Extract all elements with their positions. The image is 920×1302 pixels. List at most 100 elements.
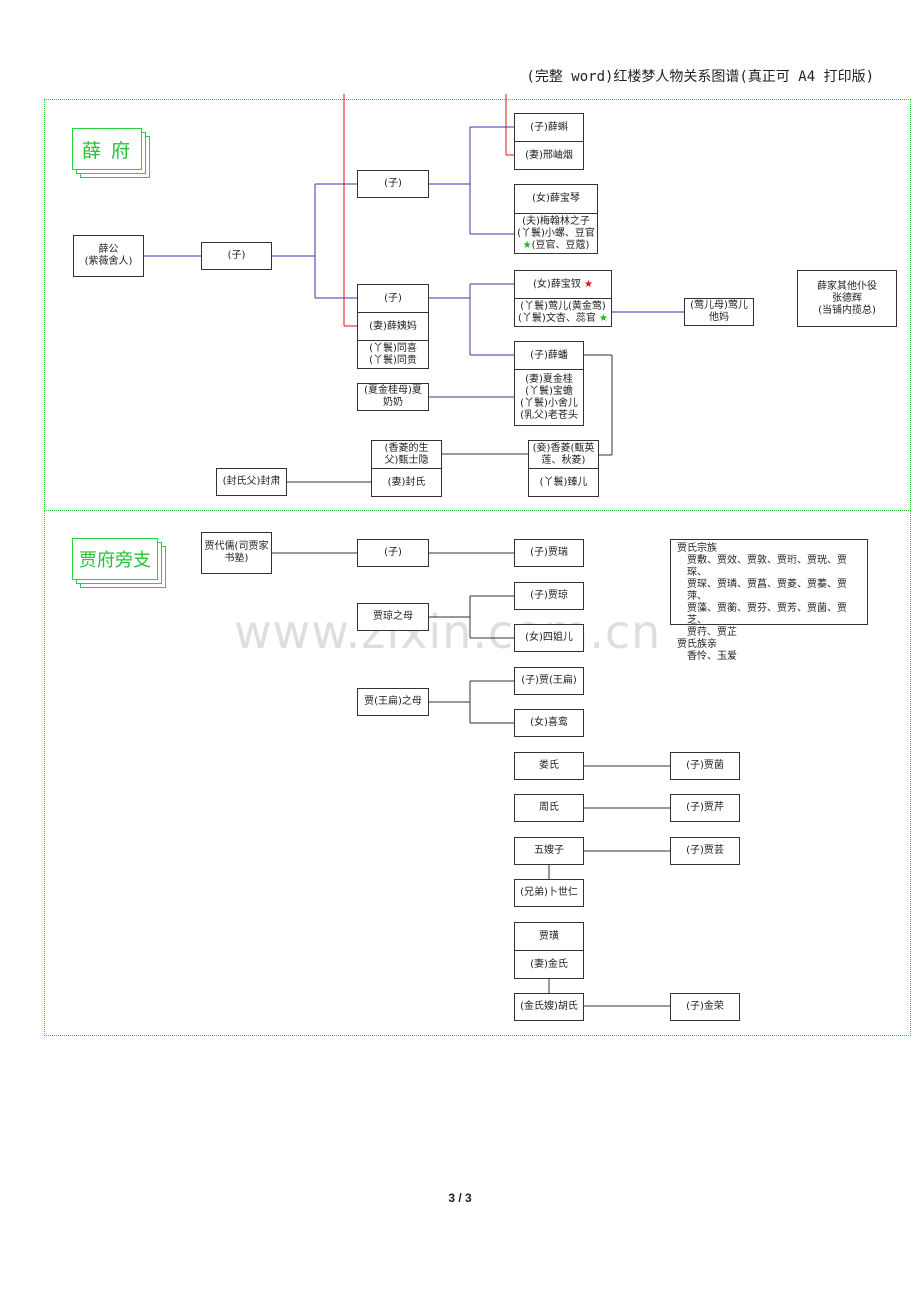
baoqin-maids-alt: (豆官、豆蔻) <box>531 239 590 251</box>
node-zi-top: (子) <box>201 242 272 270</box>
jiabianmu-label: 贾(王扁)之母 <box>364 696 422 707</box>
jia-section-frame <box>44 511 911 1036</box>
node-jiarui: (子)贾瑞 <box>514 539 584 567</box>
xuegong-name: 薛公 <box>98 244 119 255</box>
yima-label: (妻)薛姨妈 <box>358 312 428 340</box>
sijieer-label: (女)四姐儿 <box>525 632 573 643</box>
node-zhoushi: 周氏 <box>514 794 584 822</box>
servants-heading: 薛家其他仆役 <box>817 280 877 292</box>
node-loushi: 娄氏 <box>514 752 584 780</box>
servants-name: 张德辉 <box>832 292 862 304</box>
node-xuebaochai: (女)薛宝钗 ★ (丫鬟)莺儿(黄金莺) (丫鬟)文杏、蕊官 ★ <box>514 270 612 327</box>
node-wusaozi: 五嫂子 <box>514 837 584 865</box>
node-xiajinguimu: (夏金桂母)夏 奶奶 <box>357 383 429 411</box>
watermark: www.zixin.com.cn <box>234 605 662 659</box>
jia-label-text: 贾府旁支 <box>72 538 158 580</box>
node-jiabianmu: 贾(王扁)之母 <box>357 688 429 716</box>
node-jinrong: (子)金荣 <box>670 993 740 1021</box>
xue-section-frame <box>44 99 911 511</box>
xueke-label: (子)薛蝌 <box>530 121 568 133</box>
servants-role: (当铺内揽总) <box>818 304 876 316</box>
node-xiluan: (女)喜鸾 <box>514 709 584 737</box>
zi-top-label: (子) <box>227 250 246 261</box>
node-bushiren: (兄弟)卜世仁 <box>514 879 584 907</box>
node-jiaqiong: (子)贾琼 <box>514 582 584 610</box>
xuepan-label: (子)薛蟠 <box>530 349 568 361</box>
jiadaiju-line-1: 贾代儒(司贾家 <box>204 541 269 552</box>
clan-heading-2: 贾氏族亲 <box>677 639 717 650</box>
node-xuegong: 薛公 (紫薇舍人) <box>73 235 144 277</box>
jia-clan-list: 贾氏宗族 贾敷、贾效、贾敦、贾珩、贾珖、贾琛、 贾琛、贾璘、贾菖、贾菱、贾蓁、贾… <box>670 539 868 662</box>
zhener-label: (丫鬟)臻儿 <box>529 468 598 496</box>
node-jia-zi: (子) <box>357 539 429 567</box>
xuepan-wife: (妻)夏金桂 <box>525 373 573 385</box>
jiabian-label: (子)贾(王扁) <box>521 675 577 686</box>
node-xiangling: (妾)香菱(甄英 莲、秋菱) (丫鬟)臻儿 <box>528 440 599 497</box>
xingxiuyan-label: (妻)邢岫烟 <box>515 141 583 169</box>
node-huoshi: (金氏嫂)胡氏 <box>514 993 584 1021</box>
node-xuebaoqin: (女)薛宝琴 (夫)梅翰林之子 (丫鬟)小螺、豆官 ★(豆官、豆蔻) <box>514 184 598 254</box>
jiaqin-label: (子)贾芹 <box>686 802 724 813</box>
jia-zi-label: (子) <box>384 547 402 558</box>
node-zi-upper: (子) <box>357 170 429 198</box>
jiayun-label: (子)贾芸 <box>686 845 724 856</box>
node-jiabian: (子)贾(王扁) <box>514 667 584 695</box>
jia-section-label: 贾府旁支 <box>72 538 166 588</box>
loushi-label: 娄氏 <box>539 760 559 771</box>
document-title: (完整 word)红楼梦人物关系图谱(真正可 A4 打印版) <box>526 69 874 85</box>
xue-section-label: 薛 府 <box>72 128 150 178</box>
node-jiajun: (子)贾菌 <box>670 752 740 780</box>
clan-line-1: 贾敷、贾效、贾敦、贾珩、贾珖、贾琛、 <box>687 555 847 578</box>
red-star-icon: ★ <box>580 278 593 290</box>
zhenshiyin-line-2: 父)甄士隐 <box>384 454 429 466</box>
fengsu-label: (封氏父)封肃 <box>222 476 281 487</box>
node-zhenshiyin: (香菱的生 父)甄士隐 (妻)封氏 <box>371 440 442 497</box>
jinshi-label: (妻)金氏 <box>515 950 583 978</box>
xuebaochai-label: (女)薛宝钗 <box>533 278 581 290</box>
yingermu-line-1: (莺儿母)莺儿 <box>690 300 748 311</box>
node-sijieer: (女)四姐儿 <box>514 624 584 652</box>
green-star-icon: ★ <box>522 239 532 251</box>
node-jiadaiju: 贾代儒(司贾家 书塾) <box>201 532 272 574</box>
node-xue-servants: 薛家其他仆役 张德辉 (当铺内揽总) <box>797 270 897 327</box>
node-xueke: (子)薛蝌 (妻)邢岫烟 <box>514 113 584 170</box>
baochai-maid-1: (丫鬟)莺儿(黄金莺) <box>520 300 606 312</box>
yima-maid-2: (丫鬟)同贵 <box>369 354 417 366</box>
yingermu-line-2: 他妈 <box>709 312 729 323</box>
node-fengsu: (封氏父)封肃 <box>216 468 287 496</box>
green-star-icon: ★ <box>595 312 608 324</box>
clan-line-4: 贾荇、贾芷 <box>687 627 737 638</box>
xiangling-line-2: 莲、秋菱) <box>541 454 586 466</box>
xuepan-nurse: (乳父)老苍头 <box>520 409 578 421</box>
jiajun-label: (子)贾菌 <box>686 760 724 771</box>
clan-heading-1: 贾氏宗族 <box>677 543 717 554</box>
jiaqiong-label: (子)贾琼 <box>530 590 568 601</box>
jiarui-label: (子)贾瑞 <box>530 547 568 558</box>
node-jiaqin: (子)贾芹 <box>670 794 740 822</box>
xiluan-label: (女)喜鸾 <box>530 717 568 728</box>
xiajinguimu-line-2: 奶奶 <box>383 397 403 408</box>
bushiren-label: (兄弟)卜世仁 <box>520 887 578 898</box>
zi-lower-label: (子) <box>384 292 402 304</box>
xiangling-line-1: (妾)香菱(甄英 <box>532 442 595 454</box>
node-zi-lower: (子) (妻)薛姨妈 (丫鬟)同喜 (丫鬟)同贵 <box>357 284 429 369</box>
huoshi-label: (金氏嫂)胡氏 <box>520 1001 578 1012</box>
zhoushi-label: 周氏 <box>539 802 559 813</box>
wusaozi-label: 五嫂子 <box>534 845 564 856</box>
node-yingermu: (莺儿母)莺儿 他妈 <box>684 298 754 326</box>
zhenshiyin-line-1: (香菱的生 <box>384 442 429 454</box>
node-jiayun: (子)贾芸 <box>670 837 740 865</box>
node-jiahuang: 贾璜 (妻)金氏 <box>514 922 584 979</box>
baoqin-husband: (夫)梅翰林之子 <box>522 215 590 227</box>
baochai-maid-2: (丫鬟)文杏、蕊官 <box>518 312 596 324</box>
baoqin-maids: (丫鬟)小螺、豆官 <box>517 227 595 239</box>
jiahuang-label: 贾璜 <box>539 930 559 942</box>
xuebaoqin-label: (女)薛宝琴 <box>532 193 580 204</box>
jiaqiongmu-label: 贾琼之母 <box>373 611 413 622</box>
clan-relatives: 香怜、玉爱 <box>687 651 737 662</box>
xuepan-maid-1: (丫鬟)宝蟾 <box>525 385 573 397</box>
zi-upper-label: (子) <box>384 178 402 189</box>
xue-label-text: 薛 府 <box>72 128 142 170</box>
xuegong-title: (紫薇舍人) <box>84 256 133 267</box>
